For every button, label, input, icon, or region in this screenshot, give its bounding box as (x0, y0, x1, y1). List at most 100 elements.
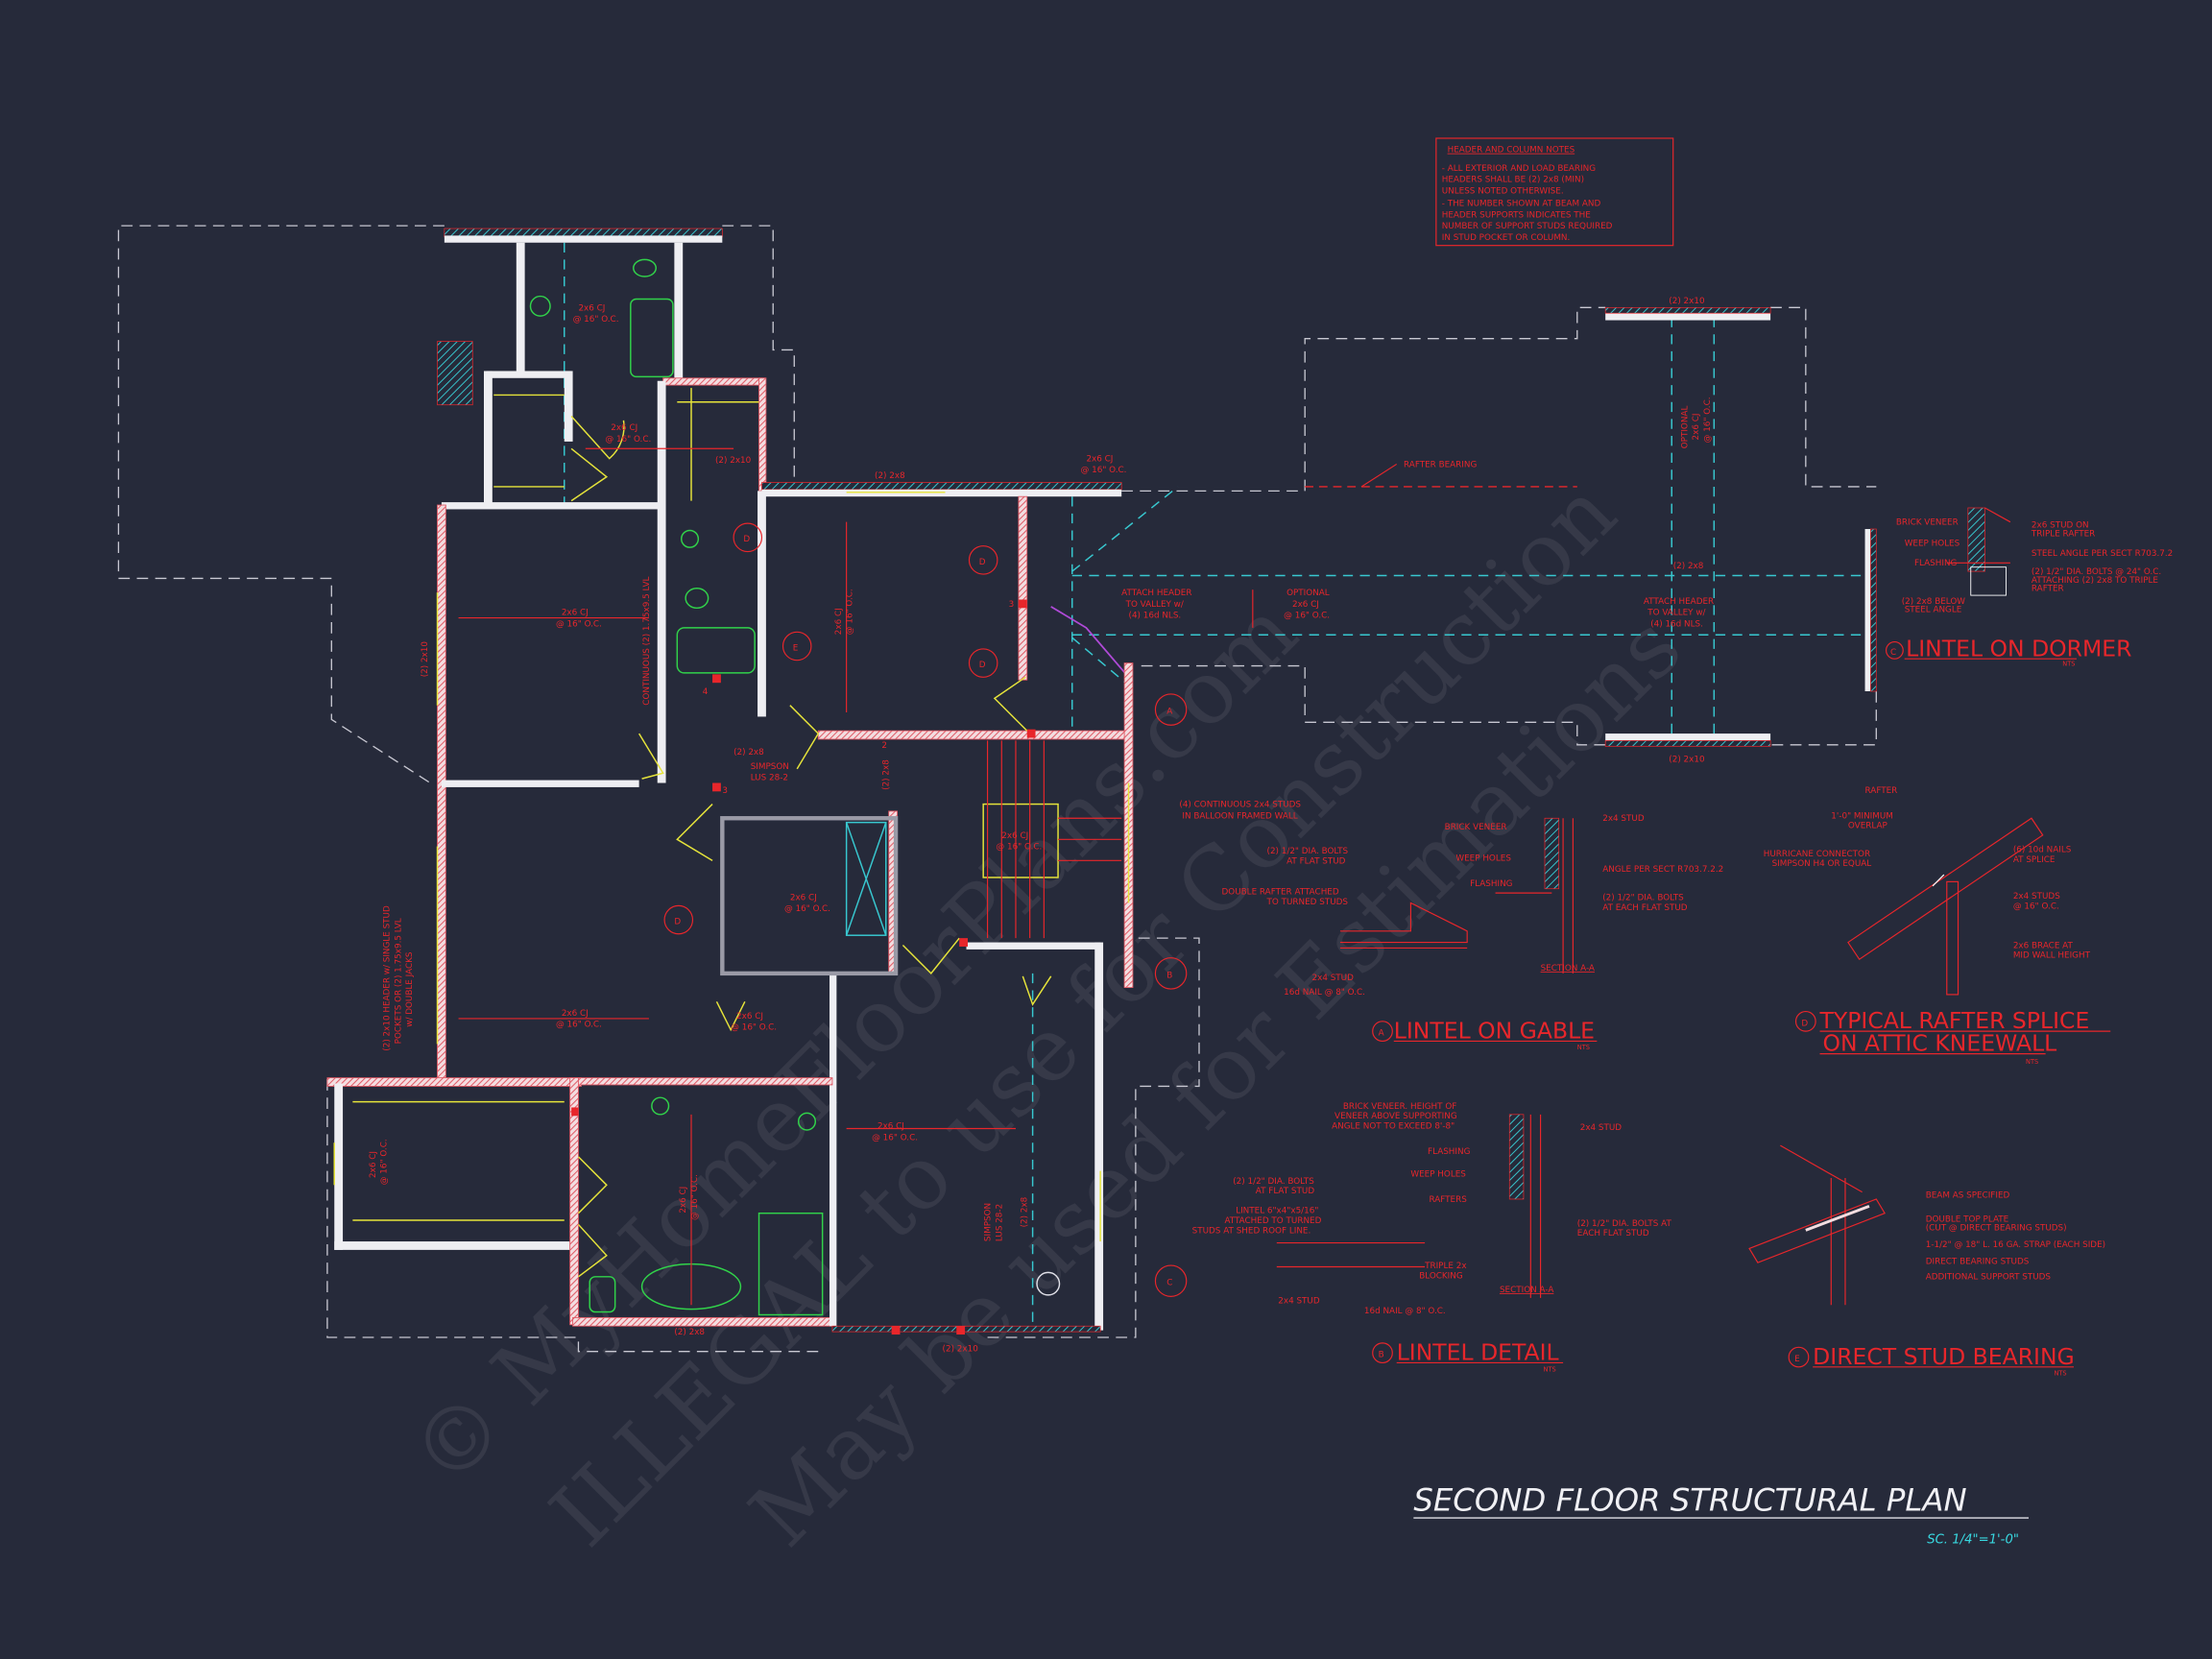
cj-spacing: @ 16" O.C. (784, 904, 830, 914)
detail-label: VENEER ABOVE SUPPORTING (1334, 1112, 1457, 1121)
cj-label: 2x6 CJ (562, 609, 589, 618)
detail-label: HURRICANE CONNECTOR (1764, 850, 1870, 859)
cj-label: 2x6 CJ (578, 303, 605, 313)
optional-cj: OPTIONAL (1680, 406, 1690, 449)
balloon-wall-label: (4) CONTINUOUS 2x4 STUDS (1179, 800, 1301, 809)
sheet-title: SECOND FLOOR STRUCTURAL PLAN (1413, 1482, 1966, 1519)
cj-label: 2x6 CJ (878, 1122, 904, 1132)
detail-label: (2) 1/2" DIA. BOLTS (1602, 893, 1684, 902)
detail-label: DOUBLE TOP PLATE (1926, 1215, 2008, 1225)
marker-letter: C (1166, 1279, 1172, 1288)
cj-spacing: @ 16" O.C. (1081, 466, 1127, 475)
detail-title: LINTEL ON DORMER (1906, 635, 2131, 661)
attach-header-label: (4) 16d NLS. (1129, 612, 1182, 621)
detail-title: LINTEL DETAIL (1397, 1339, 1559, 1366)
cj-label: 2x6 CJ (736, 1012, 763, 1022)
simpson-label: LUS 28-2 (751, 774, 788, 783)
header-note: POCKETS OR (2) 1.75x9.5 LVL (394, 918, 403, 1044)
notes-line: - THE NUMBER SHOWN AT BEAM AND (1442, 200, 1601, 209)
cj-spacing: @ 16" O.C. (731, 1023, 777, 1033)
header-label: (2) 2x8 (674, 1328, 705, 1337)
rafter-bearing-label: RAFTER BEARING (1404, 460, 1477, 469)
detail-rafter-splice: RAFTER 1'-0" MINIMUM OVERLAP HURRICANE C… (1764, 786, 2111, 1066)
notes-line: - ALL EXTERIOR AND LOAD BEARING (1442, 164, 1596, 174)
detail-label: 2x4 STUDS (2013, 892, 2060, 902)
optional-cj: @ 16" O.C. (1703, 397, 1713, 443)
marker-letter: D (979, 661, 986, 670)
cj-spacing: @ 16" O.C. (846, 589, 855, 635)
cj-spacing: @ 16" O.C. (690, 1174, 700, 1220)
notes-line: HEADER SUPPORTS INDICATES THE (1442, 210, 1591, 220)
section-marker-d[interactable]: D (733, 522, 763, 553)
section-marker-d[interactable]: D (968, 648, 998, 678)
detail-lintel-on-gable: (2) 1/2" DIA. BOLTS AT FLAT STUD DOUBLE … (1222, 814, 1724, 1051)
detail-label: BRICK VENEER. HEIGHT OF (1343, 1102, 1456, 1112)
stairs (982, 740, 1122, 939)
detail-letter: D (1801, 1019, 1808, 1028)
roof-outline (117, 225, 1877, 1353)
detail-letter: E (1794, 1355, 1800, 1364)
detail-label: AT EACH FLAT STUD (1602, 903, 1688, 913)
balloon-wall-label: IN BALLOON FRAMED WALL (1182, 811, 1297, 821)
header-column-notes: HEADER AND COLUMN NOTES - ALL EXTERIOR A… (1435, 137, 1674, 247)
detail-label: SECTION A-A (1500, 1286, 1553, 1295)
cj-label: 2x6 CJ (790, 893, 817, 902)
detail-label: BLOCKING (1419, 1271, 1463, 1281)
cj-label: 2x6 CJ (679, 1187, 688, 1214)
section-marker-e[interactable]: E (781, 631, 812, 661)
detail-label: 2x6 STUD ON (2032, 521, 2089, 531)
detail-letter: B (1379, 1351, 1384, 1360)
doors-windows (333, 388, 1130, 1278)
detail-label: (2) 2x8 BELOW (1902, 597, 1966, 607)
marker-letter: A (1166, 708, 1172, 717)
detail-label: MID WALL HEIGHT (2013, 951, 2091, 961)
detail-title: TYPICAL RAFTER SPLICE (1819, 1007, 2090, 1034)
header-note: w/ DOUBLE JACKS (405, 951, 415, 1027)
detail-label: LINTEL 6"x4"x5/16" (1236, 1207, 1318, 1216)
detail-label: (CUT @ DIRECT BEARING STUDS) (1926, 1223, 2067, 1233)
detail-label: (2) 1/2" DIA. BOLTS @ 24" O.C. (2032, 567, 2161, 577)
stud-count: 3 (722, 786, 728, 796)
detail-label: WEEP HOLES (1455, 854, 1511, 863)
nts-label: NTS (1544, 1365, 1556, 1373)
optional-cj: 2x6 CJ (1292, 600, 1319, 610)
optional-cj: OPTIONAL (1286, 589, 1330, 598)
marker-letter: D (743, 535, 750, 544)
simpson-label: SIMPSON (751, 762, 789, 772)
attach-header-label: ATTACH HEADER (1644, 597, 1714, 607)
section-marker-b[interactable]: B (1154, 957, 1188, 990)
detail-label: TRIPLE 2x (1424, 1262, 1466, 1271)
section-marker-d[interactable]: D (968, 545, 998, 575)
detail-label: BRICK VENEER (1445, 823, 1507, 832)
marker-letter: D (979, 558, 986, 567)
marker-letter: D (674, 917, 681, 926)
detail-title: DIRECT STUD BEARING (1813, 1343, 2075, 1370)
nts-label: NTS (2054, 1370, 2066, 1378)
header-label: (2) 2x10 (1669, 297, 1705, 306)
cj-spacing: @ 16" O.C. (605, 435, 651, 445)
cj-spacing: @ 16" O.C. (996, 843, 1042, 853)
section-marker-a[interactable]: A (1154, 693, 1188, 726)
attach-header-label: ATTACH HEADER (1121, 589, 1191, 598)
detail-label: STUDS AT SHED ROOF LINE. (1192, 1226, 1311, 1236)
header-label: (2) 2x8 (1021, 1197, 1030, 1228)
detail-label: ADDITIONAL SUPPORT STUDS (1926, 1273, 2052, 1283)
plan-annotations: 2x6 CJ @ 16" O.C. 2x6 CJ @ 16" O.C. (2) … (369, 297, 1714, 1355)
nts-label: NTS (2026, 1058, 2038, 1066)
cj-label: 2x6 CJ (369, 1151, 378, 1178)
cj-spacing: @ 16" O.C. (872, 1133, 918, 1142)
header-label: (2) 2x8 (882, 759, 892, 790)
attach-header-label: TO VALLEY w/ (1125, 600, 1184, 610)
detail-label: RAFTERS (1430, 1195, 1468, 1205)
detail-label: 16d NAIL @ 8" O.C. (1284, 988, 1365, 998)
cj-label: 2x6 CJ (611, 423, 637, 433)
section-marker-c[interactable]: C (1154, 1264, 1188, 1297)
header-note: (2) 2x10 HEADER w/ SINGLE STUD (383, 905, 393, 1051)
detail-label: AT FLAT STUD (1286, 856, 1346, 866)
detail-lintel: BRICK VENEER. HEIGHT OF VENEER ABOVE SUP… (1192, 1102, 1672, 1373)
notes-heading: HEADER AND COLUMN NOTES (1448, 146, 1575, 156)
detail-label: TO TURNED STUDS (1266, 898, 1349, 907)
section-marker-d[interactable]: D (663, 904, 694, 935)
sheet-scale: SC. 1/4"=1'-0" (1927, 1533, 2019, 1548)
